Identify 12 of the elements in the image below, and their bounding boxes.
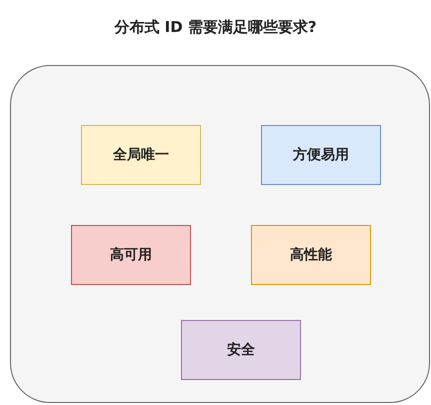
title: 分布式 ID 需要满足哪些要求?: [113, 18, 318, 37]
label-box: [251, 225, 371, 285]
box-label: 方便易用: [293, 146, 349, 164]
container-box: [10, 65, 430, 403]
box-label: 全局唯一: [113, 146, 169, 164]
label-box: [261, 125, 381, 185]
box-label: 安全: [227, 341, 255, 359]
label-box: [81, 125, 201, 185]
label-box: [71, 225, 191, 285]
box-label: 高可用: [110, 246, 152, 264]
label-box: [181, 320, 301, 380]
box-label: 高性能: [290, 246, 332, 264]
